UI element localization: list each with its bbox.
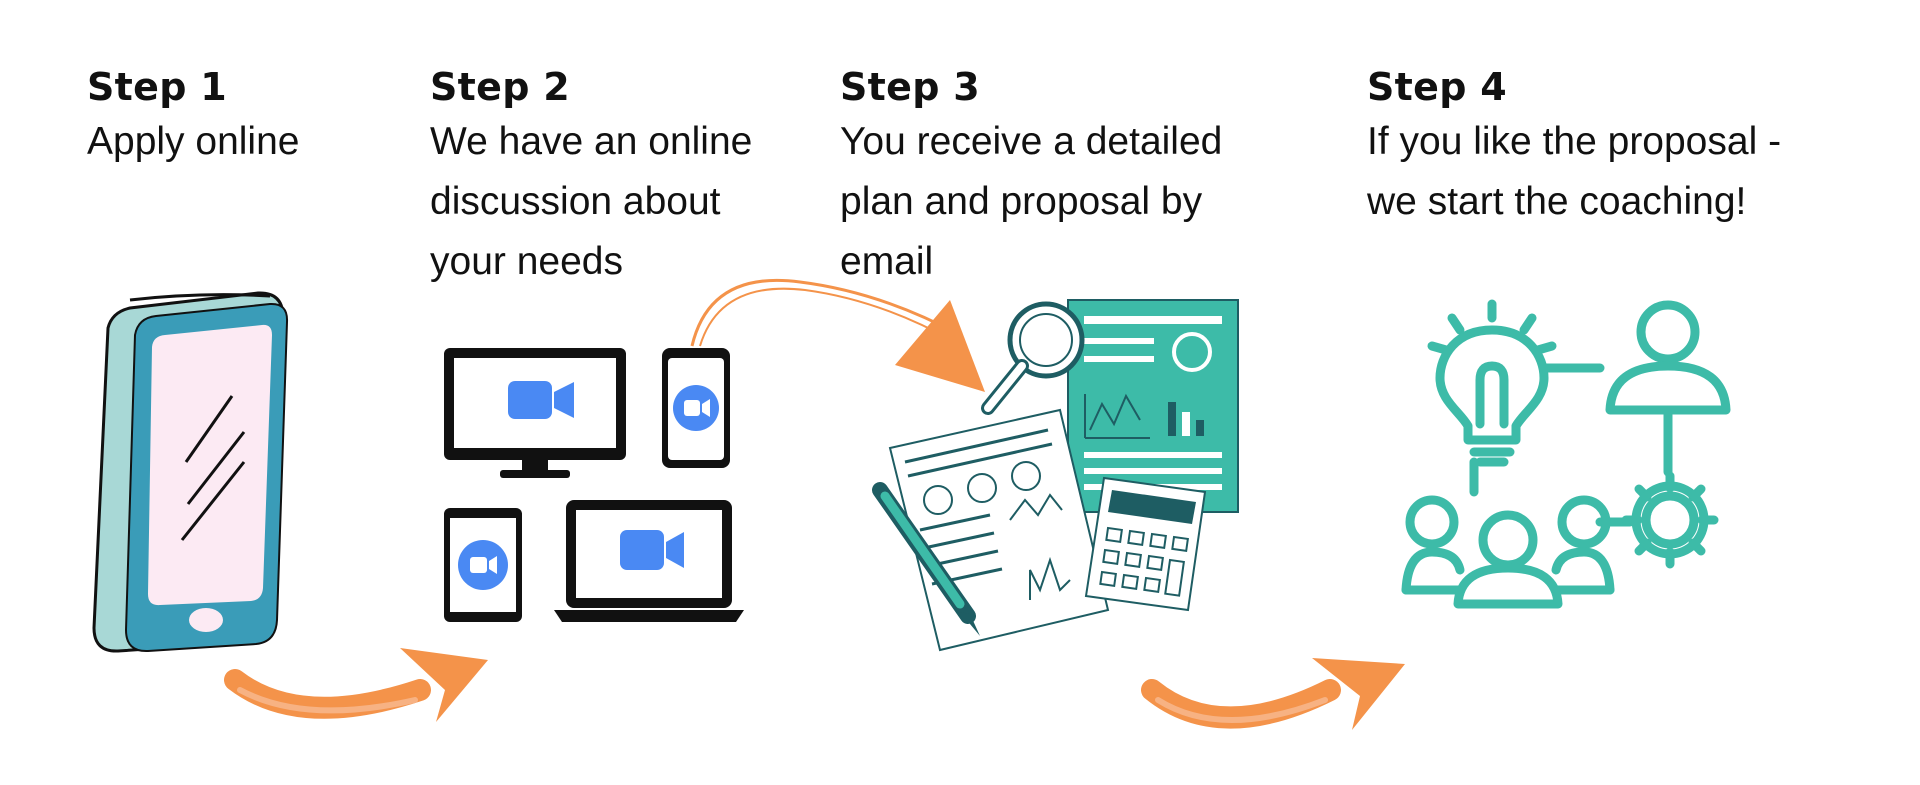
- step-3-line-1: You receive a detailed: [840, 120, 1223, 163]
- step-3-line-3: email: [840, 240, 934, 283]
- step-1-title: Step 1: [87, 65, 227, 109]
- step-2-line-1: We have an online: [430, 120, 753, 163]
- step-2-line-2: discussion about: [430, 180, 721, 223]
- step-4-line-1: If you like the proposal -: [1367, 120, 1782, 163]
- step-3: Step 3 You receive a detailed plan and p…: [840, 62, 1300, 292]
- orange-brush-arrow-icon: [1141, 658, 1405, 730]
- step-4-title: Step 4: [1367, 65, 1507, 109]
- step-3-line-2: plan and proposal by: [840, 180, 1203, 223]
- step-1-line-1: Apply online: [87, 120, 300, 163]
- smartphone-icon: [92, 291, 289, 653]
- step-2: Step 2 We have an online discussion abou…: [430, 62, 820, 292]
- step-3-title: Step 3: [840, 65, 980, 109]
- step-4: Step 4 If you like the proposal - we sta…: [1367, 62, 1867, 232]
- step-2-title: Step 2: [430, 65, 570, 109]
- video-devices-icon: [444, 348, 744, 622]
- orange-brush-arrow-icon: [690, 278, 985, 392]
- step-1: Step 1 Apply online: [87, 62, 407, 172]
- step-4-line-2: we start the coaching!: [1367, 180, 1747, 223]
- orange-brush-arrow-icon: [224, 648, 488, 722]
- team-coaching-icon: [1401, 299, 1731, 609]
- step-2-line-3: your needs: [430, 240, 623, 283]
- report-documents-icon: [872, 299, 1239, 652]
